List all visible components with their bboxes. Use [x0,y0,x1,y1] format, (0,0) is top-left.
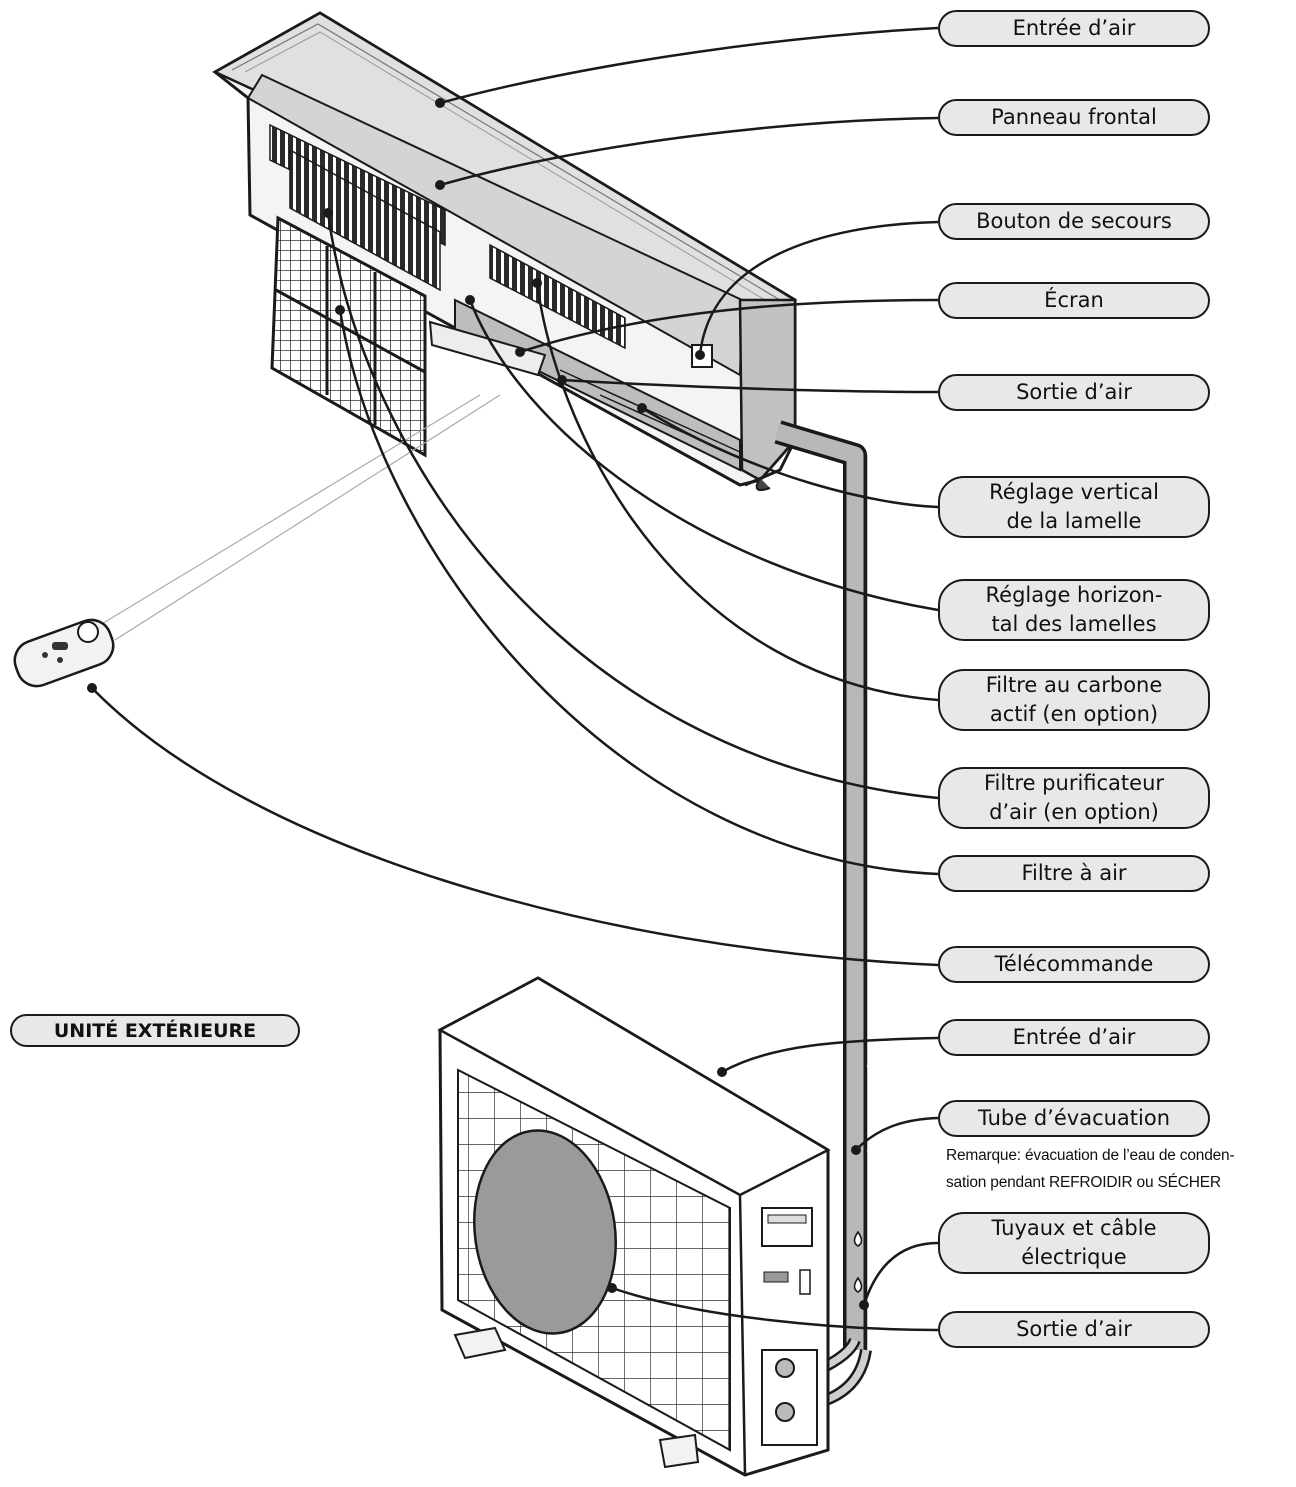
label-purifier-filter: Filtre purificateur d’air (en option) [938,767,1210,829]
leader-air-filter [338,309,939,876]
leader-vertical-louver [641,406,939,509]
leader-air-inlet-indoor [439,26,939,105]
condensate-drop-icon [853,1230,863,1247]
leader-display [519,298,939,354]
leader-lines [91,26,939,1332]
outdoor-unit-heading: UNITÉ EXTÉRIEURE [10,1014,300,1047]
label-carbon-filter: Filtre au carbone actif (en option) [938,669,1210,731]
air-outlet-slot [454,298,741,472]
label-display: Écran [938,282,1210,319]
drain-note: Remarque: évacuation de l’eau de conden-… [946,1147,1235,1191]
leader-front-panel [439,116,939,187]
label-remote-control: Télécommande [938,946,1210,983]
service-valve-icon [775,1358,795,1378]
leader-air-outlet-indoor [561,378,939,394]
removed-air-filter [270,215,427,458]
leader-air-inlet-outdoor [721,1036,939,1074]
label-air-filter: Filtre à air [938,855,1210,892]
label-vertical-louver: Réglage vertical de la lamelle [938,476,1210,538]
label-drain-hose: Tube d’évacuation [938,1100,1210,1137]
label-air-outlet-outdoor: Sortie d’air [938,1311,1210,1348]
label-horizontal-louvers: Réglage horizon- tal des lamelles [938,579,1210,641]
outdoor-top-surface [437,976,831,1197]
leader-drain-hose [855,1116,939,1151]
leader-carbon-filter [535,282,939,702]
outdoor-fan [472,1129,618,1335]
remote-control-illustration [13,394,501,688]
leader-emergency-button [698,220,939,356]
leader-horizontal-louvers [468,299,939,612]
label-pipes-cable: Tuyaux et câble électrique [938,1212,1210,1274]
leader-anchor-dots [87,98,869,1310]
label-front-panel: Panneau frontal [938,99,1210,136]
label-air-outlet-indoor: Sortie d’air [938,374,1210,411]
outdoor-unit [437,976,831,1477]
louver-blade [428,320,547,377]
leader-pipes-cable [862,1241,939,1306]
label-air-inlet-indoor: Entrée d’air [938,10,1210,47]
label-emergency-button: Bouton de secours [938,203,1210,240]
leader-purifier-filter [326,212,939,800]
label-air-inlet-outdoor: Entrée d’air [938,1019,1210,1056]
leader-remote-control [91,687,939,967]
leader-air-outlet-outdoor [611,1286,939,1332]
